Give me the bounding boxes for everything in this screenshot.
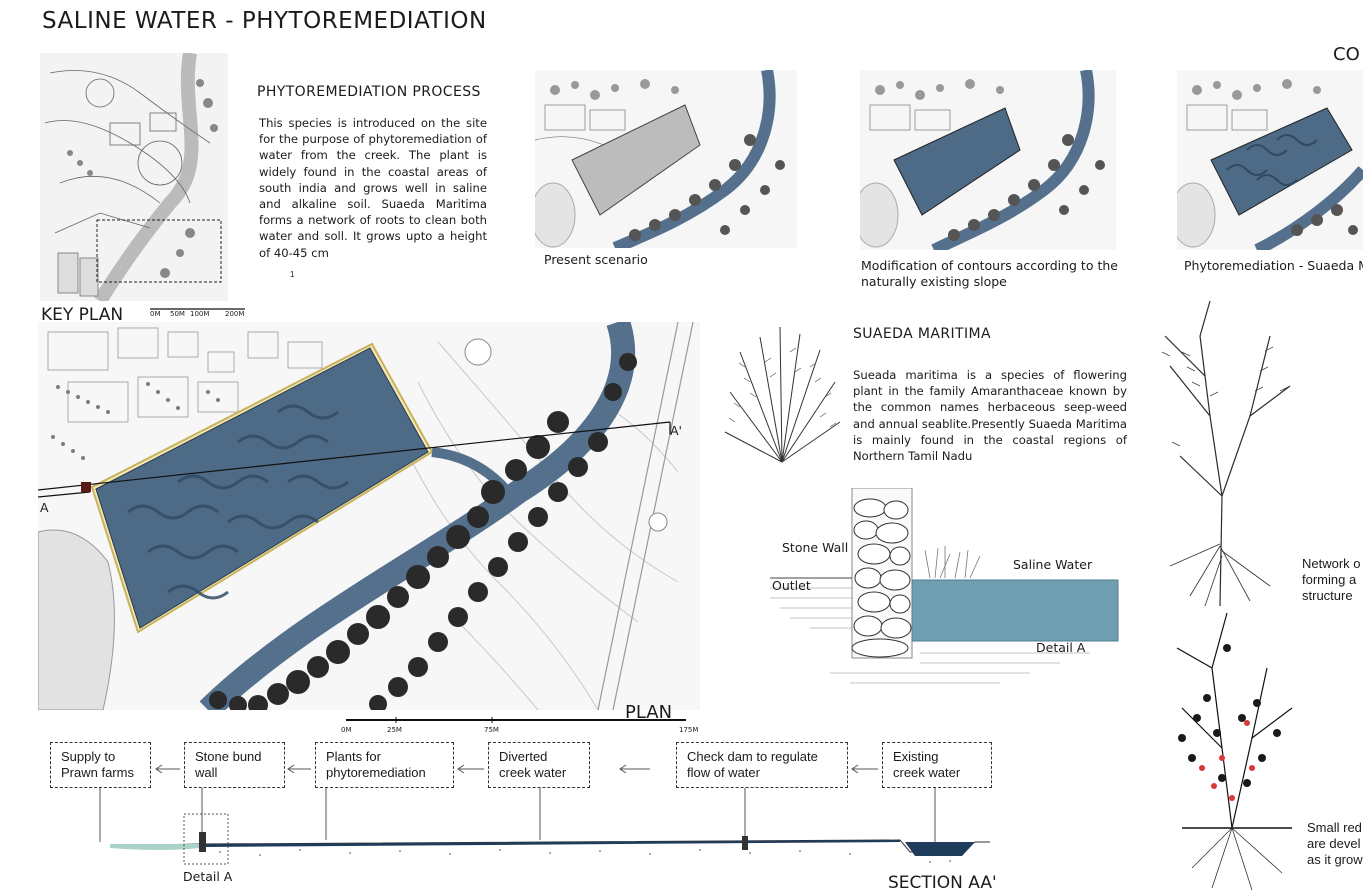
label-saline-water: Saline Water: [1013, 557, 1093, 572]
corner-heading: CO: [1333, 44, 1360, 65]
flow-box-plants: Plants for phytoremediation: [315, 742, 454, 788]
key-scale-3: 200M: [225, 310, 245, 318]
section-marker-a: A: [40, 500, 49, 515]
stage-present-map: [535, 70, 797, 248]
key-plan-scale-bar: [150, 308, 245, 310]
process-footnote: 1: [290, 270, 295, 279]
plant-root-network-illustration: [1161, 300, 1291, 607]
stage-caption-2: Modification of contours according to th…: [861, 258, 1118, 289]
flow-box-stone-bund: Stone bund wall: [184, 742, 285, 788]
process-heading: PHYTOREMEDIATION PROCESS: [257, 84, 481, 100]
key-plan-map: [40, 53, 228, 301]
flow-box-diverted: Diverted creek water: [488, 742, 590, 788]
section-label: SECTION AA': [888, 873, 997, 893]
key-scale-2: 100M: [190, 310, 210, 318]
suaeda-shrub-illustration: [724, 326, 841, 463]
label-outlet: Outlet: [772, 578, 811, 593]
key-plan-label: KEY PLAN: [41, 305, 124, 325]
detail-a-drawing: [770, 488, 1119, 684]
site-plan: [38, 322, 700, 710]
plan-scale-3: 175M: [679, 726, 699, 734]
flow-box-existing: Existing creek water: [882, 742, 992, 788]
key-scale-0: 0M: [150, 310, 161, 318]
note-small-red: Small red are devel as it grow: [1307, 820, 1363, 867]
page-title: SALINE WATER - PHYTOREMEDIATION: [42, 8, 487, 34]
stage-caption-3: Phytoremediation - Suaeda M: [1184, 258, 1363, 273]
plant-seed-illustration: [1176, 612, 1293, 891]
plan-scale-1: 25M: [387, 726, 402, 734]
section-detail-a-label: Detail A: [183, 869, 233, 884]
flow-box-supply: Supply to Prawn farms: [50, 742, 151, 788]
plan-label: PLAN: [625, 702, 673, 723]
suaeda-text: Sueada maritima is a species of flowerin…: [853, 368, 1127, 464]
stage-phytoremediation-map: [1177, 70, 1363, 250]
label-stone-wall: Stone Wall: [782, 540, 849, 555]
plan-scale-0: 0M: [341, 726, 352, 734]
note-root-network: Network o forming a structure: [1302, 556, 1361, 603]
suaeda-heading: SUAEDA MARITIMA: [853, 326, 991, 342]
key-scale-1: 50M: [170, 310, 185, 318]
process-text: This species is introduced on the site f…: [259, 116, 487, 260]
label-detail-a: Detail A: [1036, 640, 1086, 655]
plan-scale-2: 75M: [484, 726, 499, 734]
stage-contours-map: [860, 70, 1116, 250]
plan-scale-bar: [346, 717, 686, 723]
section-marker-a-prime: A': [670, 423, 682, 438]
flow-box-check-dam: Check dam to regulate flow of water: [676, 742, 848, 788]
stage-caption-1: Present scenario: [544, 252, 648, 267]
flow-arrows-and-section: [99, 764, 990, 865]
